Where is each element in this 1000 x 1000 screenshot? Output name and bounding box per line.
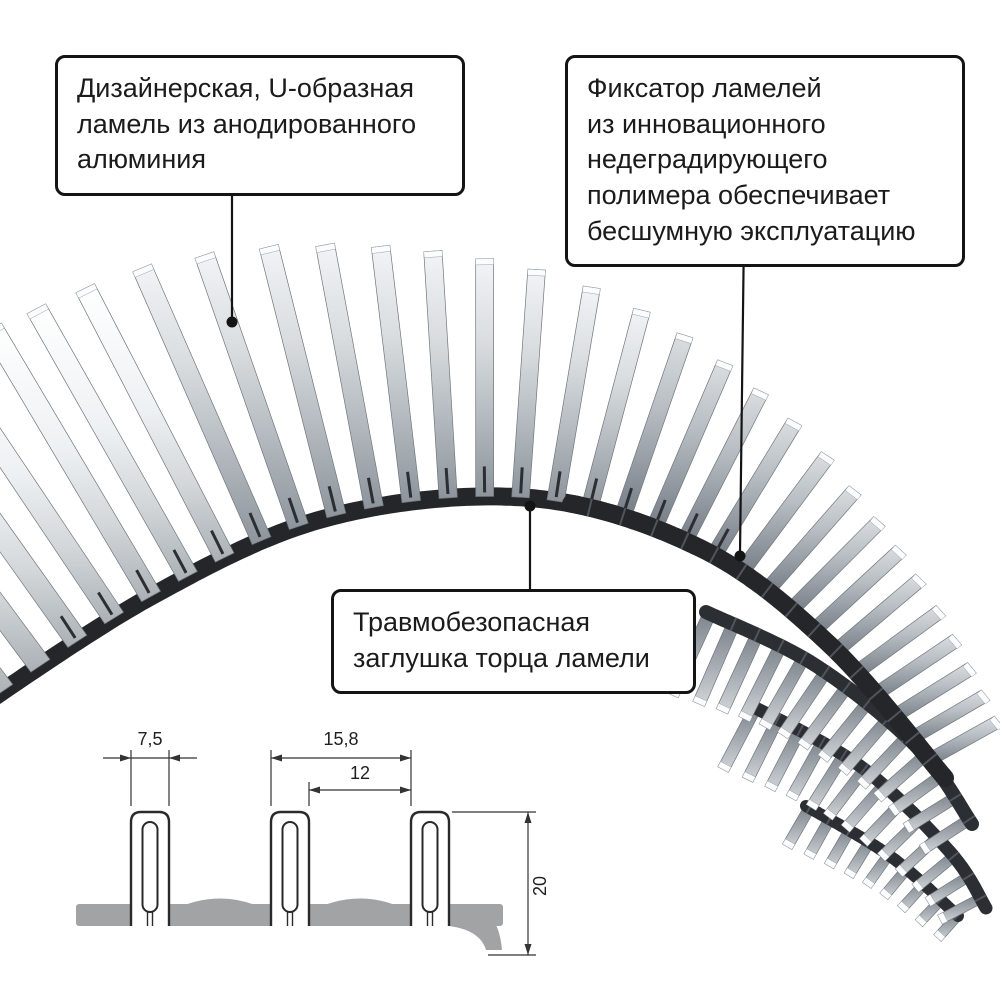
- dimension-profile-width: 7,5: [103, 729, 197, 806]
- u-profile-3: [396, 810, 464, 926]
- u-profile-1: [116, 810, 184, 926]
- dimension-gap: 12: [308, 763, 411, 806]
- dim-label-height: 20: [530, 876, 550, 896]
- dim-label-gap: 12: [350, 763, 370, 783]
- u-profile-2: [256, 810, 324, 926]
- leader-dot-fixator: [734, 550, 746, 562]
- callout-lamella: Дизайнерская, U-образная ламель из аноди…: [55, 55, 465, 196]
- dimension-pitch: 15,8: [270, 729, 412, 806]
- main-ribbon: [0, 242, 1000, 787]
- roll-layer-3: [717, 699, 993, 925]
- lamella-grille-render: [0, 242, 1000, 942]
- dimension-height: 20: [452, 811, 550, 956]
- profile-cross-section-drawing: 7,5 15,8 12: [76, 729, 550, 956]
- leader-dot-endcap: [524, 500, 536, 512]
- callout-fixator: Фиксатор ламелей из инновационного недег…: [565, 55, 965, 268]
- dim-label-profile-width: 7,5: [137, 729, 162, 749]
- leader-dot-lamella: [226, 316, 238, 328]
- callout-endcap: Травмобезопасная заглушка торца ламели: [331, 589, 696, 695]
- dim-label-pitch: 15,8: [323, 729, 358, 749]
